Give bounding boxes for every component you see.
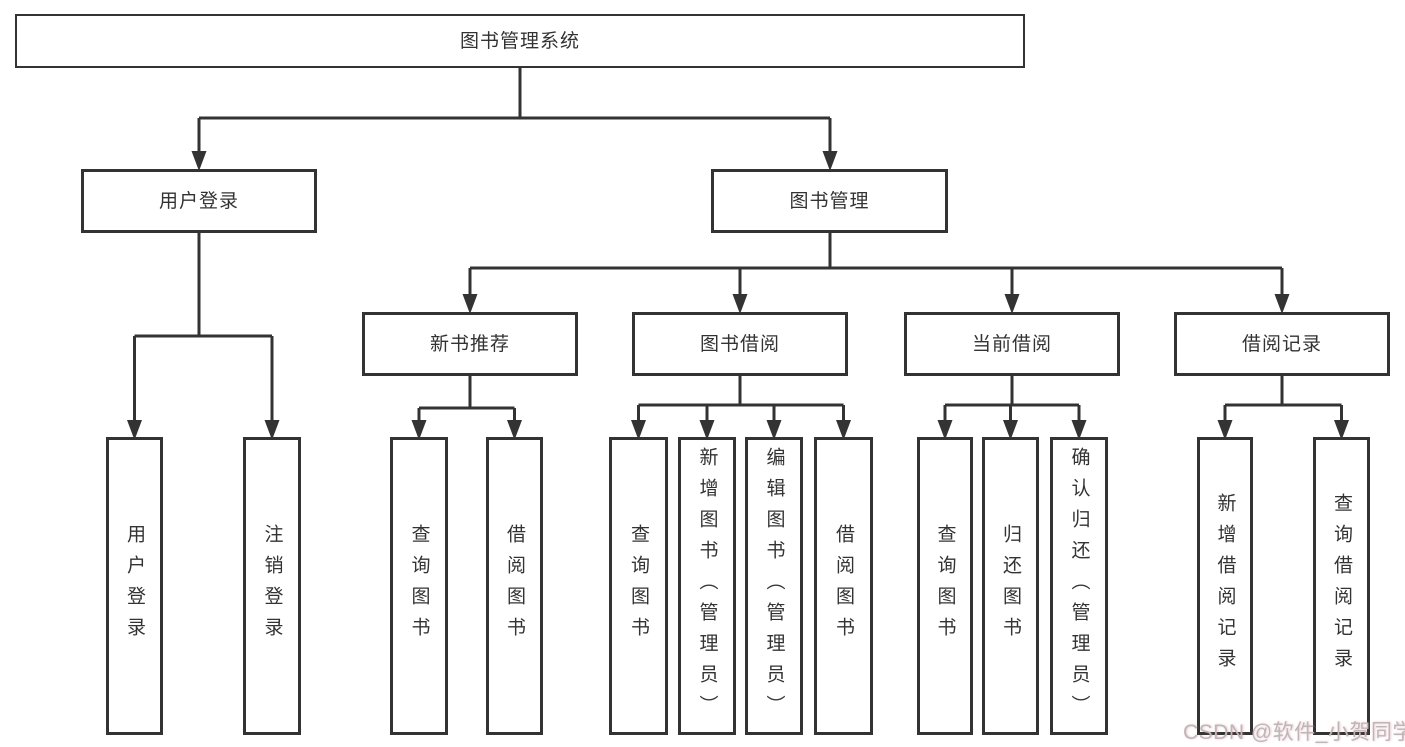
node-label: 编辑图书（管理员） bbox=[763, 446, 785, 726]
node-label: 新增图书（管理员） bbox=[696, 446, 718, 726]
node-leaf-rec-borrow-books: 借阅图书 bbox=[486, 437, 543, 735]
node-label: 图书管理 bbox=[789, 190, 870, 212]
node-label: 归还图书 bbox=[1000, 524, 1021, 648]
edges-borrow-children bbox=[631, 375, 851, 440]
node-leaf-user-login: 用户登录 bbox=[106, 437, 163, 735]
node-label: 借阅图书 bbox=[833, 524, 854, 648]
node-label: 查询借阅记录 bbox=[1331, 493, 1352, 679]
node-label: 确认归还（管理员） bbox=[1068, 446, 1090, 726]
node-label: 用户登录 bbox=[124, 524, 145, 648]
node-label: 新增借阅记录 bbox=[1214, 493, 1236, 679]
node-leaf-cb-query-books: 查询图书 bbox=[917, 437, 973, 735]
node-leaf-bb-edit-books: 编辑图书（管理员） bbox=[745, 437, 803, 735]
node-leaf-br-add-record: 新增借阅记录 bbox=[1197, 437, 1253, 735]
node-library-system: 图书管理系统 bbox=[15, 14, 1025, 68]
node-leaf-br-query-record: 查询借阅记录 bbox=[1313, 437, 1370, 735]
node-label: 图书管理系统 bbox=[459, 30, 580, 52]
node-label: 借阅图书 bbox=[504, 524, 525, 648]
node-leaf-bb-borrow-books: 借阅图书 bbox=[814, 437, 873, 735]
node-leaf-bb-query-books: 查询图书 bbox=[609, 437, 668, 735]
node-leaf-logout: 注销登录 bbox=[243, 437, 301, 735]
edges-recommend-children bbox=[411, 375, 522, 440]
edges-mgmt-to-level3 bbox=[462, 232, 1290, 314]
node-new-book-recommend: 新书推荐 bbox=[362, 312, 578, 376]
watermark: CSDN @软件_小贺同学 bbox=[1183, 721, 1405, 744]
node-label: 当前借阅 bbox=[971, 333, 1052, 355]
node-leaf-cb-return-books: 归还图书 bbox=[982, 437, 1039, 735]
node-leaf-bb-add-books: 新增图书（管理员） bbox=[678, 437, 736, 735]
node-label: 查询图书 bbox=[408, 524, 430, 648]
node-label: 查询图书 bbox=[628, 524, 649, 648]
node-label: 查询图书 bbox=[934, 524, 956, 648]
node-current-borrow: 当前借阅 bbox=[904, 312, 1120, 376]
edges-current-children bbox=[937, 375, 1087, 440]
node-label: 新书推荐 bbox=[429, 333, 510, 355]
node-label: 用户登录 bbox=[158, 190, 239, 212]
node-book-borrow: 图书借阅 bbox=[632, 312, 848, 376]
node-label: 注销登录 bbox=[261, 524, 283, 648]
node-leaf-rec-query-books: 查询图书 bbox=[390, 437, 448, 735]
node-leaf-cb-confirm-return: 确认归还（管理员） bbox=[1050, 437, 1108, 735]
edges-login-children bbox=[127, 232, 280, 440]
node-label: 图书借阅 bbox=[699, 333, 780, 355]
node-user-login-group: 用户登录 bbox=[81, 169, 317, 233]
node-book-management: 图书管理 bbox=[711, 169, 948, 233]
node-borrow-records: 借阅记录 bbox=[1174, 312, 1390, 376]
edges-records-children bbox=[1217, 375, 1349, 440]
node-label: 借阅记录 bbox=[1241, 333, 1322, 355]
edges-root-to-level2 bbox=[191, 66, 838, 171]
